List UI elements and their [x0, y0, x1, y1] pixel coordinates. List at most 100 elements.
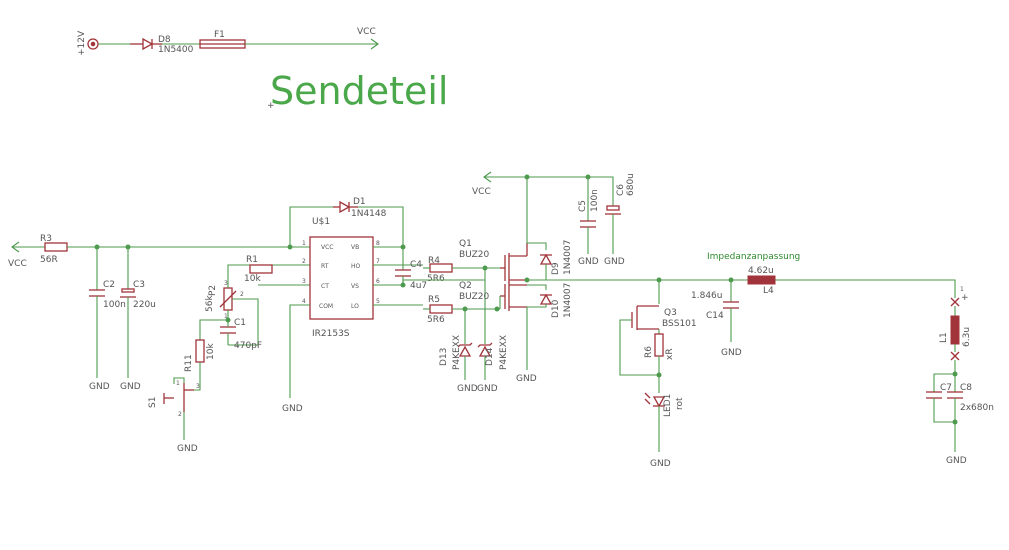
d14-name: D14: [485, 347, 495, 366]
r11-value: 10k: [206, 343, 216, 360]
d1-name: D1: [353, 197, 366, 207]
capacitor-c3: [120, 288, 136, 298]
vcc-left-label: VCC: [8, 259, 27, 269]
inductor-l1: [950, 315, 960, 345]
d13-gnd: GND: [457, 384, 478, 394]
d13-value: P4KEXX: [452, 335, 462, 370]
gate-drive-section: R4 5R6 R5 5R6 D13 P4KEXX GND D14 P4KEXX: [402, 256, 509, 394]
c8-name: C8: [960, 383, 972, 393]
ic-pin-4-num: 4: [302, 298, 306, 305]
ic-pin-2-num: 2: [302, 258, 306, 265]
output-gnd: GND: [946, 456, 967, 466]
r5-value: 5R6: [427, 315, 445, 325]
s1-pin1: 1: [176, 380, 180, 387]
l1-value: 6.3u: [962, 327, 972, 347]
c14-value: 1.846u: [691, 291, 722, 301]
led1-value: rot: [675, 397, 685, 410]
led1-gnd: GND: [650, 459, 671, 469]
oscillator-section: VCC R3 56R C2 100n GND C3 220u GND P2: [8, 234, 310, 454]
resistor-r3: [44, 242, 68, 252]
ic-pin-vs: VS: [351, 283, 359, 290]
d14-gnd: GND: [477, 384, 498, 394]
connector-l1-top: [950, 297, 960, 307]
ic-pin-ct: CT: [321, 283, 329, 290]
ic-gnd: GND: [282, 404, 303, 414]
q2-value: BUZ20: [459, 292, 489, 302]
l4-value: 4.62u: [748, 266, 774, 276]
l4-name: L4: [763, 286, 774, 296]
ic-pin-vcc: VCC: [321, 244, 333, 251]
r4-name: R4: [428, 256, 440, 266]
vcc-out-label: VCC: [357, 27, 376, 37]
c6-value: 680u: [626, 173, 636, 196]
impedance-matching-note: Impedanzanpassung: [707, 252, 800, 262]
q2-gnd: GND: [516, 374, 537, 384]
d14-value: P4KEXX: [499, 335, 509, 370]
c1-name: C1: [234, 318, 246, 328]
r3-value: 56R: [40, 255, 58, 265]
p2-pin1: 1: [224, 313, 228, 320]
c5-gnd: GND: [578, 257, 599, 267]
ic-pin-ho: HO: [351, 263, 361, 270]
vcc-bridge-label: VCC: [472, 187, 491, 197]
ic-pin-7-num: 7: [376, 258, 380, 265]
mosfet-q3: [631, 305, 659, 330]
r1-name: R1: [246, 255, 258, 265]
c8-value: 2x680n: [960, 403, 994, 413]
q1-name: Q1: [459, 239, 472, 249]
c3-name: C3: [133, 280, 145, 290]
c14-name: C14: [706, 311, 724, 321]
fuse-f1: [199, 39, 246, 49]
d10-value: 1N4007: [563, 283, 573, 318]
s1-name: S1: [148, 397, 158, 408]
ic-pin-rt: RT: [321, 263, 329, 270]
bootstrap-section: D1 1N4148 C4 4u7: [289, 197, 427, 291]
d1-value: 1N4148: [351, 209, 387, 219]
diode-d8: [130, 37, 162, 51]
ic-pin-com: COM: [319, 303, 333, 310]
half-bridge-section: VCC Q1 BUZ20 D9 1N4007: [459, 171, 950, 384]
ic-pin-8-num: 8: [376, 240, 380, 247]
capacitor-c14: [723, 301, 739, 309]
q3-value: BSS101: [662, 319, 697, 329]
indicator-section: Q3 BSS101 R6 xR LED1 rot GND: [619, 280, 697, 469]
c2-gnd: GND: [89, 382, 110, 392]
p2-value: 56k: [205, 295, 215, 312]
s1-pin3: 3: [196, 383, 200, 390]
p2-pin3: 3: [224, 280, 228, 287]
led-led1: [644, 392, 666, 408]
vcc-arrow-icon: [370, 38, 379, 50]
c5-value: 100n: [590, 189, 600, 212]
mosfet-q1: [500, 243, 528, 283]
s1-pin2: 2: [178, 411, 182, 418]
switch-s1: [163, 383, 194, 412]
r6-value: xR: [665, 348, 675, 360]
l1-pin-label: 1: [960, 286, 964, 293]
l1-name: L1: [939, 332, 949, 343]
r11-name: R11: [184, 354, 194, 372]
connector-l1-bottom: [950, 351, 960, 361]
q1-value: BUZ20: [459, 250, 489, 260]
u1-value: IR2153S: [312, 329, 350, 339]
d8-value: 1N5400: [158, 45, 194, 55]
resistor-r6: [654, 333, 664, 357]
u1-name: U$1: [312, 217, 330, 227]
resistor-r5: [429, 304, 453, 314]
ic-u1: 1 2 3 4 8 7 6 5 VCC RT CT COM VB HO VS L…: [302, 217, 423, 339]
l1-plus-mark: +: [961, 293, 969, 303]
c6-name: C6: [616, 184, 626, 196]
r5-name: R5: [428, 295, 440, 305]
r6-name: R6: [644, 346, 654, 358]
c2-value: 100n: [103, 300, 126, 310]
d10-name: D10: [551, 299, 561, 318]
ic-pin-3-num: 3: [302, 278, 306, 285]
c1-value: 470pF: [234, 341, 262, 351]
p2-name: P2: [208, 285, 218, 296]
resistor-r1: [249, 264, 273, 274]
r1-value: 10k: [244, 274, 261, 284]
r3-name: R3: [40, 234, 52, 244]
matching-network-section: Impedanzanpassung 1.846u C14 GND 4.62u L…: [656, 252, 994, 466]
c3-gnd: GND: [120, 382, 141, 392]
ic-pin-vb: VB: [351, 244, 359, 251]
c3-value: 220u: [133, 300, 156, 310]
